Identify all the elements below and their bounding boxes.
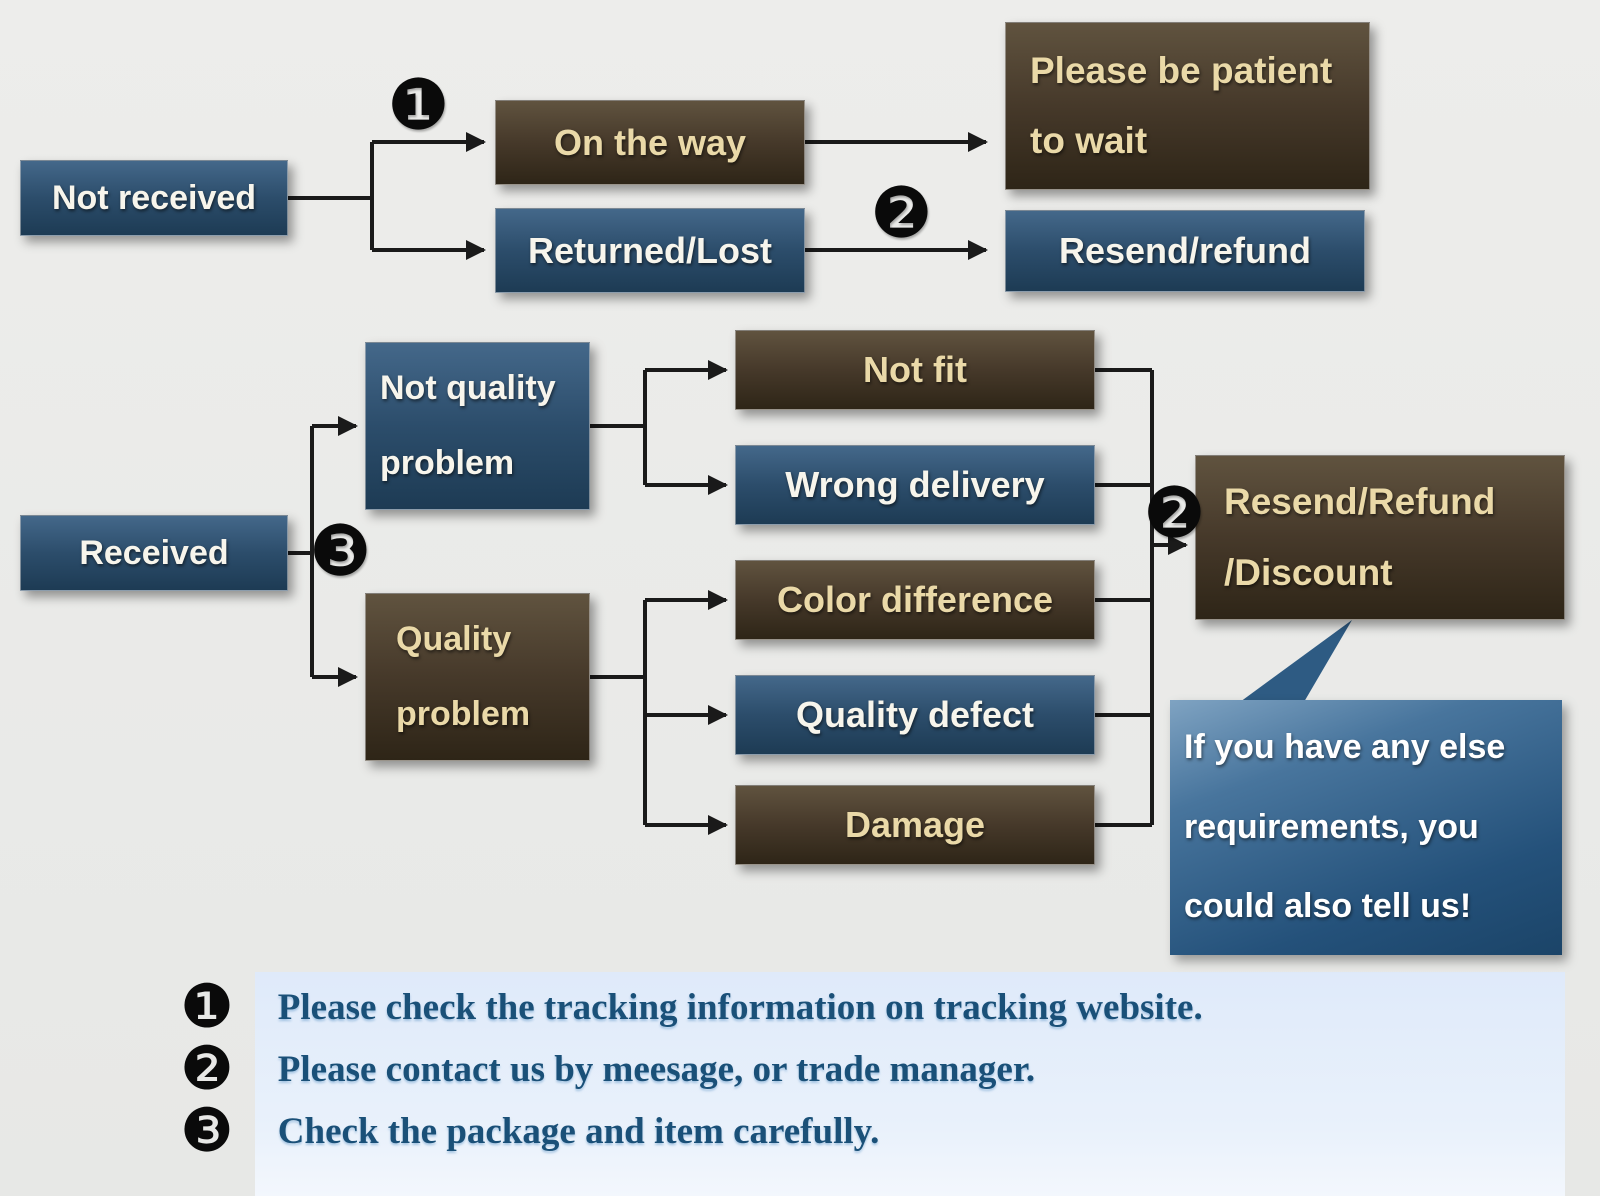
legend-text-3: Check the package and item carefully. (277, 1110, 880, 1152)
node-quality-problem: Quality problem (365, 593, 590, 761)
node-quality-defect: Quality defect (735, 675, 1095, 755)
node-label: Received (79, 533, 229, 572)
node-label: Damage (844, 804, 986, 845)
node-be-patient: Please be patient to wait (1005, 22, 1370, 190)
legend-item-3: ❸ Check the package and item carefully. (180, 1096, 880, 1166)
legend-text-1: Please check the tracking information on… (277, 986, 1203, 1028)
node-damage: Damage (735, 785, 1095, 865)
node-label: Not fit (863, 349, 967, 390)
node-wrong-delivery: Wrong delivery (735, 445, 1095, 525)
legend-step-1-icon: ❶ (180, 972, 234, 1042)
node-resend-refund-discount: Resend/Refund /Discount (1195, 455, 1565, 620)
node-received: Received (20, 515, 288, 591)
legend-text-2: Please contact us by meesage, or trade m… (277, 1048, 1036, 1090)
legend-item-2: ❷ Please contact us by meesage, or trade… (180, 1034, 1036, 1104)
legend-item-1: ❶ Please check the tracking information … (180, 972, 1203, 1042)
node-label: On the way (553, 121, 747, 163)
legend-panel (255, 972, 1565, 1196)
step-2-badge-top-icon: ❷ (870, 172, 933, 254)
node-label: Returned/Lost (527, 229, 772, 271)
node-returned-lost: Returned/Lost (495, 208, 805, 293)
step-2-badge-bottom-icon: ❷ (1143, 472, 1206, 554)
legend-step-3-icon: ❸ (180, 1096, 234, 1166)
node-color-difference: Color difference (735, 560, 1095, 640)
node-label: Wrong delivery (785, 464, 1045, 505)
node-label: Not quality problem (380, 369, 556, 482)
node-not-quality-problem: Not quality problem (365, 342, 590, 510)
speech-bubble-tail (1240, 620, 1352, 702)
node-resend-refund: Resend/refund (1005, 210, 1365, 292)
step-3-badge-icon: ❸ (309, 510, 372, 592)
node-on-the-way: On the way (495, 100, 805, 185)
node-not-received: Not received (20, 160, 288, 236)
node-label: Please be patient to wait (1030, 49, 1333, 161)
node-label: Resend/Refund /Discount (1224, 481, 1496, 593)
node-not-fit: Not fit (735, 330, 1095, 410)
legend-step-2-icon: ❷ (180, 1034, 234, 1104)
node-label: Color difference (776, 579, 1054, 620)
node-label: Quality problem (396, 620, 531, 733)
node-label: Resend/refund (1058, 230, 1312, 271)
node-label: Quality defect (795, 694, 1035, 735)
step-1-badge-icon: ❶ (387, 64, 450, 146)
speech-bubble-text: If you have any else requirements, you c… (1184, 727, 1506, 926)
speech-bubble: If you have any else requirements, you c… (1170, 700, 1562, 955)
node-label: Not received (51, 178, 257, 217)
